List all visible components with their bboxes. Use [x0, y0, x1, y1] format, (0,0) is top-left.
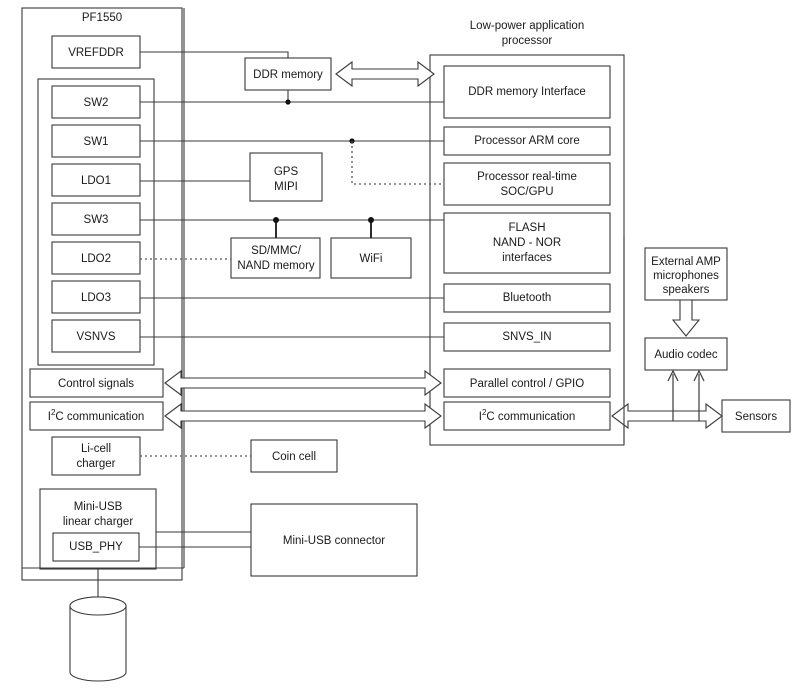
- label-external-amp-line2: microphones: [653, 270, 719, 282]
- label-wifi: WiFi: [360, 253, 383, 265]
- block-gps-mipi[interactable]: [249, 152, 323, 202]
- label-audio-codec: Audio codec: [654, 349, 718, 361]
- block-processor-i2c[interactable]: [443, 401, 611, 431]
- block-ddr-memory-interface[interactable]: [443, 65, 611, 119]
- label-control-signals: Control signals: [58, 378, 134, 390]
- block-external-amp[interactable]: [644, 247, 728, 301]
- label-ldo2: LDO2: [81, 253, 111, 265]
- label-vsnvs: VSNVS: [77, 331, 116, 343]
- block-ldo1[interactable]: [51, 163, 141, 197]
- junction-dot-sw2: [285, 99, 291, 105]
- junction-dot-wifi: [368, 217, 374, 223]
- regulator-group: [37, 78, 155, 366]
- label-pmic-i2c: I2C communication: [48, 408, 145, 423]
- label-li-cell-charger-line2: charger: [77, 458, 116, 470]
- block-pmic-i2c[interactable]: [29, 401, 164, 431]
- pf1550-enclosure: [21, 7, 183, 581]
- proc-i2c-superscript: 2: [482, 408, 487, 417]
- block-ldo2[interactable]: [51, 241, 141, 275]
- label-coin-cell: Coin cell: [272, 451, 316, 463]
- label-usb-phy: USB_PHY: [69, 541, 123, 553]
- block-sw3[interactable]: [51, 202, 141, 236]
- label-sw1: SW1: [84, 136, 109, 148]
- wire-vrefddr-to-ddr-memory: [140, 51, 289, 58]
- proc-i2c-post: C communication: [486, 411, 575, 423]
- label-external-amp-line3: speakers: [663, 284, 710, 296]
- i2c-pre: I: [48, 411, 51, 423]
- label-processor-real-time-line2: SOC/GPU: [500, 186, 553, 198]
- block-flash-interfaces[interactable]: [443, 212, 611, 274]
- label-external-amp-line1: External AMP: [651, 256, 721, 268]
- label-bluetooth: Bluetooth: [503, 292, 552, 304]
- label-sw3: SW3: [84, 214, 109, 226]
- label-gps-mipi-line1: GPS: [274, 166, 299, 178]
- label-ddr-memory-interface: DDR memory Interface: [468, 86, 586, 98]
- arrow-i2c-to-sensors: [611, 402, 723, 430]
- label-snvs-in: SNVS_IN: [502, 331, 551, 343]
- block-ldo3[interactable]: [51, 280, 141, 314]
- label-sensors: Sensors: [735, 411, 777, 423]
- label-li-cell-charger-line1: Li-cell: [81, 443, 111, 455]
- arrow-external-amp-to-audio-codec: [671, 299, 701, 337]
- label-vrefddr: VREFDDR: [68, 47, 124, 59]
- block-sw1[interactable]: [51, 124, 141, 158]
- block-li-cell-charger[interactable]: [51, 436, 141, 476]
- label-flash-line1: FLASH: [508, 222, 545, 234]
- label-ddr-memory: DDR memory: [253, 69, 323, 81]
- arrowhead-audio-codec-right: [693, 369, 705, 382]
- block-sw2[interactable]: [51, 85, 141, 119]
- label-processor-i2c: I2C communication: [479, 408, 576, 423]
- label-flash-line2: NAND - NOR: [493, 237, 561, 249]
- label-processor-real-time-line1: Processor real-time: [477, 171, 577, 183]
- block-audio-codec[interactable]: [644, 337, 728, 371]
- block-parallel-control-gpio[interactable]: [443, 368, 611, 398]
- battery-top: [69, 596, 127, 616]
- label-sd-mmc-line2: NAND memory: [237, 260, 315, 272]
- arrowhead-audio-codec-left: [667, 369, 679, 382]
- block-vrefddr[interactable]: [51, 35, 141, 69]
- block-bluetooth[interactable]: [443, 283, 611, 313]
- label-processor-arm-core: Processor ARM core: [474, 135, 579, 147]
- i2c-post: C communication: [55, 411, 144, 423]
- label-sw2: SW2: [84, 97, 109, 109]
- label-flash-line3: interfaces: [502, 252, 552, 264]
- label-parallel-control-gpio: Parallel control / GPIO: [470, 378, 584, 390]
- arrow-i2c-bidirectional: [164, 402, 442, 430]
- block-ddr-memory[interactable]: [244, 57, 332, 91]
- label-mini-usb-connector: Mini-USB connector: [283, 535, 385, 547]
- label-sd-mmc-line1: SD/MMC/: [251, 245, 302, 257]
- arrow-control-signals-bidirectional: [164, 369, 442, 397]
- label-mini-usb-charger-line2: linear charger: [63, 516, 133, 528]
- block-mini-usb-connector[interactable]: [250, 503, 418, 577]
- proc-i2c-pre: I: [479, 411, 482, 423]
- block-sensors[interactable]: [721, 399, 791, 433]
- label-gps-mipi-line2: MIPI: [274, 181, 298, 193]
- block-usb-phy[interactable]: [52, 532, 140, 562]
- block-processor-arm-core[interactable]: [443, 126, 611, 156]
- arrow-ddr-memory-bidirectional: [335, 60, 435, 88]
- block-control-signals[interactable]: [29, 368, 164, 398]
- block-snvs-in[interactable]: [443, 322, 611, 352]
- label-ldo3: LDO3: [81, 292, 111, 304]
- pf1550-title: PF1550: [82, 12, 122, 24]
- i2c-superscript: 2: [51, 408, 56, 417]
- block-vsnvs[interactable]: [51, 319, 141, 353]
- processor-title-line1: Low-power application: [470, 20, 584, 32]
- processor-title-line2: processor: [502, 35, 553, 47]
- label-ldo1: LDO1: [81, 175, 111, 187]
- junction-dot-sd-mmc: [273, 217, 279, 223]
- label-mini-usb-charger-line1: Mini-USB: [74, 501, 123, 513]
- block-processor-real-time[interactable]: [443, 162, 611, 206]
